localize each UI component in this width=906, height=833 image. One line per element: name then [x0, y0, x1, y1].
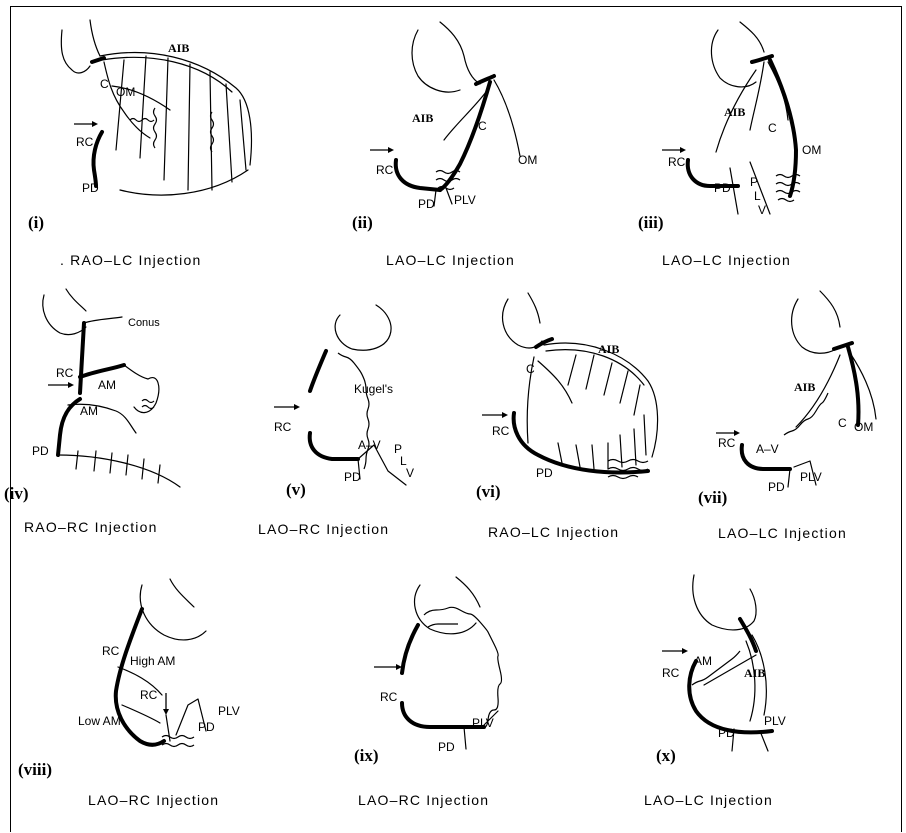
label-av: A–V [756, 443, 779, 455]
label-pd: PD [536, 467, 553, 479]
panel-number: (v) [286, 481, 306, 498]
label-rc-mid: RC [140, 689, 157, 701]
label-aib: AIB [412, 112, 433, 124]
panel-caption: RAO–RC Injection [24, 520, 158, 534]
label-rc: RC [56, 367, 73, 379]
panel-v: Kugel's RC A–V PD P L V (v) LAO–RC Injec… [240, 275, 470, 550]
label-rc: RC [274, 421, 291, 433]
panel-vi: AIB C RC PD (vi) RAO–LC Injection [468, 275, 698, 550]
label-rc: RC [662, 667, 679, 679]
panel-number: (x) [656, 747, 676, 764]
label-pd: PD [768, 481, 785, 493]
label-c: C [478, 120, 487, 132]
label-om: OM [116, 86, 135, 98]
label-am-upper: AM [98, 379, 116, 391]
label-rc: RC [380, 691, 397, 703]
label-rc: RC [492, 425, 509, 437]
panel-i-drawing [0, 0, 300, 275]
label-pd: PD [32, 445, 49, 457]
panel-caption: RAO–LC Injection [488, 525, 619, 539]
label-c: C [838, 417, 847, 429]
panel-v-drawing [240, 275, 470, 550]
label-v: V [758, 204, 766, 216]
label-plv: PLV [218, 705, 240, 717]
panel-caption: LAO–RC Injection [258, 522, 389, 536]
label-rc: RC [668, 156, 685, 168]
panel-number: (vi) [476, 483, 501, 500]
panel-iii: AIB C OM RC PD P L V (iii) LAO–LC Inject… [600, 0, 900, 275]
panel-caption: LAO–LC Injection [662, 253, 791, 267]
label-plv: PLV [472, 717, 494, 729]
panel-i: AIB C OM RC PD (i) . RAO–LC Injection [0, 0, 300, 275]
panel-viii: RC High AM RC Low AM PD PLV (viii) LAO–R… [0, 555, 300, 825]
label-om: OM [802, 144, 821, 156]
label-pd: PD [344, 471, 361, 483]
label-low-am: Low AM [78, 715, 121, 727]
label-plv: PLV [800, 471, 822, 483]
label-pd: PD [418, 198, 435, 210]
label-v: V [406, 467, 414, 479]
label-av: A–V [358, 439, 381, 451]
label-plv: PLV [764, 715, 786, 727]
panel-x-drawing [600, 555, 900, 825]
panel-iii-drawing [600, 0, 900, 275]
panel-caption: LAO–RC Injection [358, 793, 489, 807]
panel-number: (vii) [698, 489, 727, 506]
label-p: P [750, 176, 758, 188]
panel-number: (i) [28, 214, 44, 231]
panel-ii-drawing [300, 0, 600, 275]
label-om: OM [518, 154, 537, 166]
label-c: C [526, 363, 535, 375]
panel-vii-drawing [690, 275, 900, 550]
panel-ii: AIB C OM RC PD PLV (ii) LAO–LC Injection [300, 0, 600, 275]
label-aib: AIB [744, 667, 765, 679]
panel-number: (viii) [18, 761, 52, 778]
panel-vii: AIB C OM RC A–V PD PLV (vii) LAO–LC Inje… [690, 275, 900, 550]
panel-caption: LAO–LC Injection [644, 793, 773, 807]
label-c: C [768, 122, 777, 134]
label-l: L [754, 190, 761, 202]
label-pd: PD [82, 182, 99, 194]
label-om: OM [854, 421, 873, 433]
label-aib: AIB [598, 343, 619, 355]
label-am: AM [694, 655, 712, 667]
panel-x: RC AM AIB PD PLV (x) LAO–LC Injection [600, 555, 900, 825]
label-aib: AIB [724, 106, 745, 118]
label-c: C [100, 78, 109, 90]
label-aib: AIB [168, 42, 189, 54]
panel-caption: LAO–LC Injection [718, 526, 847, 540]
panel-ix-drawing [300, 555, 600, 825]
panel-number: (ix) [354, 747, 379, 764]
label-conus: Conus [128, 317, 160, 329]
panel-caption: LAO–LC Injection [386, 253, 515, 267]
label-am-lower: AM [80, 405, 98, 417]
label-pd: PD [714, 182, 731, 194]
panel-caption: LAO–RC Injection [88, 793, 219, 807]
label-rc-top: RC [102, 645, 119, 657]
label-aib: AIB [794, 381, 815, 393]
panel-number: (iv) [4, 485, 29, 502]
panel-caption: . RAO–LC Injection [60, 253, 201, 267]
label-plv: PLV [454, 194, 476, 206]
label-rc: RC [76, 136, 93, 148]
label-pd: PD [198, 721, 215, 733]
panel-number: (iii) [638, 214, 664, 231]
panel-vi-drawing [468, 275, 698, 550]
label-pd: PD [718, 727, 735, 739]
label-pd: PD [438, 741, 455, 753]
label-rc: RC [376, 164, 393, 176]
panel-ix: RC PD PLV (ix) LAO–RC Injection [300, 555, 600, 825]
label-rc: RC [718, 437, 735, 449]
panel-number: (ii) [352, 214, 373, 231]
label-kugels: Kugel's [354, 383, 393, 395]
label-high-am: High AM [130, 655, 175, 667]
